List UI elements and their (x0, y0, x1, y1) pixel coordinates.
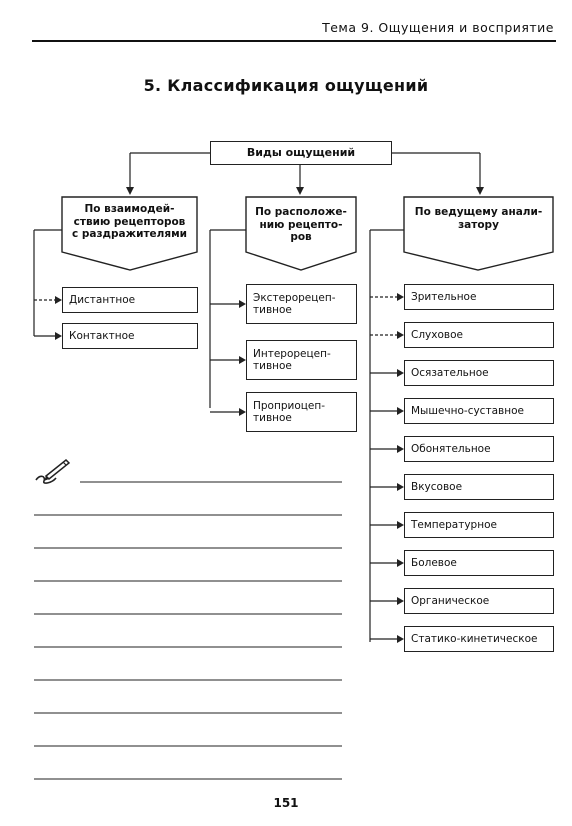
item-box: Проприоцеп- тивное (246, 392, 357, 432)
item-arrowhead (397, 559, 404, 567)
item-box: Вкусовое (404, 474, 554, 500)
item-box: Обонятельное (404, 436, 554, 462)
item-box: Контактное (62, 323, 198, 349)
page-title: 5. Классификация ощущений (143, 76, 429, 95)
category-label-line: с раздражителями (71, 228, 188, 240)
item-arrowhead (239, 408, 246, 416)
page-number: 151 (273, 796, 299, 810)
item-box: Болевое (404, 550, 554, 576)
category-label-line: затору (458, 218, 499, 231)
item-box: Интерорецеп- тивное (246, 340, 357, 380)
root-arrowheads (126, 187, 484, 195)
item-arrowhead (397, 331, 404, 339)
item-box: Органическое (404, 588, 554, 614)
item-arrowhead (55, 296, 62, 304)
item-box: Экстерорецеп- тивное (246, 284, 357, 324)
category-3-shape (403, 196, 554, 271)
item-arrowhead (239, 356, 246, 364)
item-arrowhead (55, 332, 62, 340)
category-label-2: По расположе-нию рецепто-ров (246, 206, 356, 244)
item-arrowhead (397, 445, 404, 453)
item-arrowhead (397, 369, 404, 377)
category-label-line: По ведущему анали- (414, 206, 543, 218)
item-box: Дистантное (62, 287, 198, 313)
item-box: Статико-кинетическое (404, 626, 554, 652)
item-box: Температурное (404, 512, 554, 538)
item-box: Осязательное (404, 360, 554, 386)
header-rule (32, 40, 556, 42)
category-label-line: ров (290, 231, 312, 243)
item-arrowhead (397, 635, 404, 643)
category-2-shape (245, 196, 357, 271)
pen-writing-icon (32, 456, 72, 490)
category-label-line: По расположе- (255, 206, 347, 218)
item-arrowhead (397, 483, 404, 491)
category-label-3: По ведущему анали-затору (404, 206, 553, 231)
item-arrowhead (397, 293, 404, 301)
root-connectors (129, 152, 481, 188)
item-arrowhead (397, 597, 404, 605)
category-label-line: По взаимодей- (84, 203, 175, 215)
category-label-line: нию рецепто- (259, 218, 343, 231)
category-1-shape (61, 196, 198, 271)
branch-lines (33, 229, 404, 642)
item-arrowhead (397, 407, 404, 415)
category-label-line: ствию рецепторов (73, 215, 186, 228)
root-box: Виды ощущений (210, 141, 392, 165)
item-arrowhead (239, 300, 246, 308)
item-arrowhead (397, 521, 404, 529)
item-box: Слуховое (404, 322, 554, 348)
item-box: Зрительное (404, 284, 554, 310)
item-box: Мышечно-суставное (404, 398, 554, 424)
item-arrows (34, 293, 404, 643)
running-header: Тема 9. Ощущения и восприятие (322, 20, 554, 35)
